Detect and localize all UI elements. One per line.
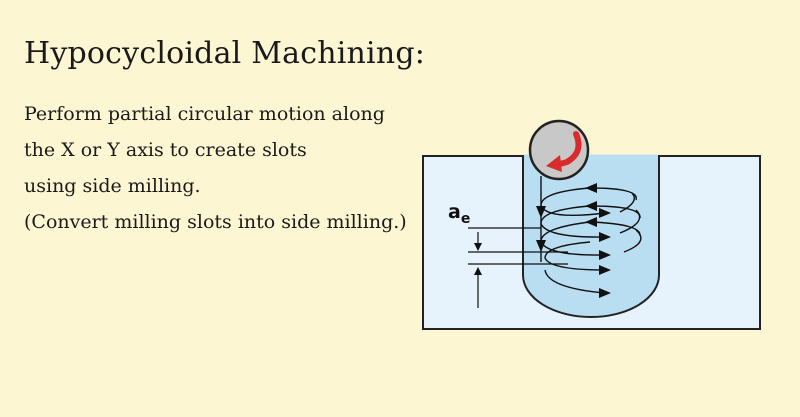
arrowhead	[599, 265, 611, 275]
path-arrows	[536, 183, 611, 298]
arrowhead	[599, 288, 611, 298]
arrowhead	[585, 183, 597, 193]
path-loop	[589, 187, 637, 201]
slide-title: Hypocycloidal Machining:	[24, 36, 426, 71]
arrowhead	[599, 250, 611, 260]
arrowhead	[585, 201, 597, 211]
path-loop	[589, 221, 641, 237]
path-loop	[619, 192, 635, 213]
path-loop	[544, 241, 606, 271]
path-loop	[540, 205, 606, 238]
description-line: the X or Y axis to create slots	[24, 139, 307, 161]
rotation-arrow-icon	[546, 131, 582, 172]
arrowhead	[536, 240, 546, 252]
path-loop	[623, 229, 642, 253]
ae-dimension	[468, 227, 568, 308]
hypocycloidal-machining-diagram: ae	[422, 119, 761, 330]
description-line: (Convert milling slots into side milling…	[24, 211, 407, 233]
arrowhead	[599, 208, 611, 218]
arrowhead	[599, 232, 611, 242]
description-line: using side milling.	[24, 175, 201, 197]
description-line: Perform partial circular motion along	[24, 103, 385, 125]
ae-label: ae	[448, 201, 470, 227]
path-loop	[544, 269, 606, 294]
arrowhead	[536, 206, 546, 218]
arrowhead	[585, 217, 597, 227]
path-loop	[589, 205, 641, 219]
description: Perform partial circular motion along th…	[24, 96, 444, 240]
